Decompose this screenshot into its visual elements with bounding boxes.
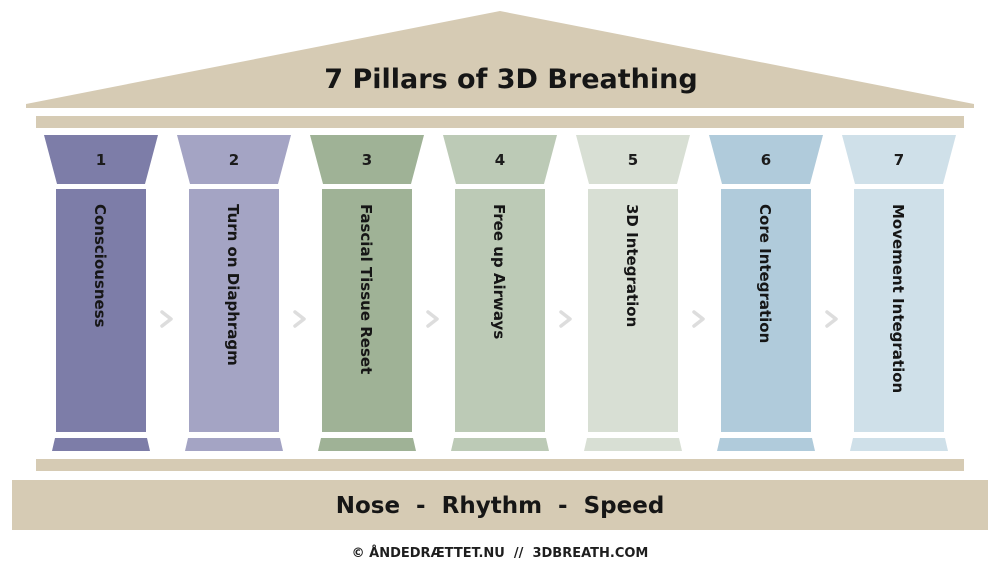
stylobate-beam (36, 459, 964, 471)
pillar-capital (709, 135, 823, 184)
pillar-number: 1 (96, 151, 106, 169)
pillar-capital (44, 135, 158, 184)
pillar-label: Consciousness (91, 204, 109, 328)
chevrons-group (160, 310, 838, 328)
pillar-shaft (56, 189, 146, 432)
pillar-base (451, 438, 549, 451)
pillar-base (52, 438, 150, 451)
chevron-right-icon (559, 310, 572, 328)
pillar-label: Free up Airways (490, 204, 508, 339)
pillar-shaft (189, 189, 279, 432)
base-text: Nose - Rhythm - Speed (336, 493, 665, 519)
pillar-label: Core Integration (756, 204, 774, 343)
chevron-right-icon (692, 310, 705, 328)
architrave-beam (36, 116, 964, 128)
pillar-capital (842, 135, 956, 184)
pillar-shaft (721, 189, 811, 432)
base-foundation (12, 480, 988, 530)
pillar-number: 3 (362, 151, 372, 169)
pillar-capital (576, 135, 690, 184)
chevron-right-icon (426, 310, 439, 328)
chevron-right-icon (293, 310, 306, 328)
pillar-base (185, 438, 283, 451)
roof (26, 11, 974, 108)
pillar-shaft (588, 189, 678, 432)
pillar-base (584, 438, 682, 451)
chevron-right-icon (825, 310, 838, 328)
pillar-label: Fascial Tissue Reset (357, 204, 375, 374)
pillar-label: Turn on Diaphragm (224, 204, 242, 366)
footer-copyright: © ÅNDEDRÆTTET.NU // 3DBREATH.COM (352, 545, 649, 561)
pillar-label: Movement Integration (889, 204, 907, 393)
pillar-number: 5 (628, 151, 638, 169)
pillar-shaft (455, 189, 545, 432)
pillar-base (318, 438, 416, 451)
pillar-number: 4 (495, 151, 505, 169)
pillar-number: 2 (229, 151, 239, 169)
pillar-capital (310, 135, 424, 184)
pillar-capital (177, 135, 291, 184)
pillar-number: 6 (761, 151, 771, 169)
pillar-capital (443, 135, 557, 184)
pillar-5: 5 3D Integration (576, 135, 690, 451)
pillar-shaft (322, 189, 412, 432)
pillar-base (717, 438, 815, 451)
pillar-shaft (854, 189, 944, 432)
roof-title: 7 Pillars of 3D Breathing (324, 64, 697, 95)
chevron-right-icon (160, 310, 173, 328)
pillar-base (850, 438, 948, 451)
pillar-label: 3D Integration (623, 204, 641, 327)
pillar-number: 7 (894, 151, 904, 169)
